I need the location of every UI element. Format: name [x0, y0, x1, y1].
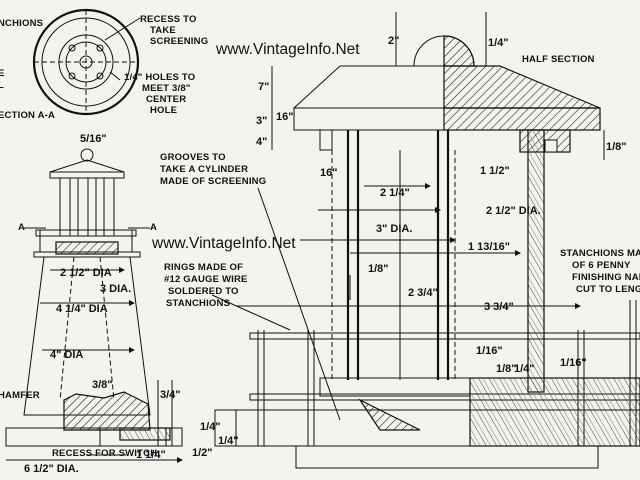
dim-2-half-dia: 2 1/2" DIA. [486, 205, 541, 217]
half-section-drawing [211, 12, 640, 469]
stanchions-right-line1: STANCHIONS MA [560, 248, 640, 259]
holes-label-line4: HOLE [150, 105, 177, 116]
stanchions-label-top: NCHIONS [0, 18, 43, 29]
holes-label-line1: 1/4" HOLES TO [124, 72, 195, 83]
dim-3-8: 3/8" [92, 379, 113, 391]
dim-2-5-dia: 2 1/2" DIA [60, 267, 112, 279]
recess-label-line3: SCREENING [150, 36, 208, 47]
dim-3-4: 3/4" [160, 389, 181, 401]
dim-eighth-bot: 1/8" [496, 363, 517, 375]
left-label-l: L [0, 80, 4, 91]
dim-1-13-16: 1 13/16" [468, 241, 510, 253]
rings-label-line2: #12 GAUGE WIRE [164, 274, 248, 285]
watermark-middle: www.VintageInfo.Net [151, 235, 296, 252]
dim-sixteenth-bot: 1/16" [476, 345, 503, 357]
dimension-group: 2" 1/4" 7" 16" 3" 16" 4" 1/8" 1 1/2" 2 1… [24, 35, 627, 475]
recess-switch-label: RECESS FOR SWITCH [52, 448, 157, 459]
dim-2-quarter: 2 1/4" [380, 187, 410, 199]
half-section-label: HALF SECTION [522, 54, 595, 65]
dim-sixteenth-bot-b: 1/16" [560, 357, 587, 369]
section-aa-plan [32, 8, 141, 116]
section-mark-a-left: A [18, 222, 25, 233]
dim-2: 2" [388, 35, 399, 47]
dim-2-3-4: 2 3/4" [408, 287, 438, 299]
grooves-label-line1: GROOVES TO [160, 152, 226, 163]
stanchions-right-line2: OF 6 PENNY [572, 260, 631, 271]
holes-label-line2: MEET 3/8" [142, 83, 191, 94]
dim-4: 4" [256, 136, 267, 148]
chamfer-label: HAMFER [0, 390, 40, 401]
dim-1-half: 1 1/2" [480, 165, 510, 177]
dim-3-dia: 3" DIA. [376, 223, 412, 235]
holes-label-line3: CENTER [146, 94, 186, 105]
dim-quarter-bot-a: 1/4" [514, 363, 535, 375]
rings-label-line3: SOLDERED TO [168, 286, 239, 297]
lighthouse-elevation [5, 148, 183, 463]
dim-eighth-right: 1/8" [606, 141, 627, 153]
dim-3-dia-left: 3 DIA. [100, 283, 131, 295]
grooves-label-line3: MADE OF SCREENING [160, 176, 266, 187]
dim-half-bot: 1/2" [192, 447, 213, 459]
dim-1-quarter-bot: 1 1/4" [136, 449, 166, 461]
label-group: NCHIONS E L ECTION A-A RECESS TO TAKE SC… [0, 14, 640, 459]
watermark-top: www.VintageInfo.Net [215, 41, 360, 58]
dim-6-half-dia: 6 1/2" DIA. [24, 463, 79, 475]
recess-label-line1: RECESS TO [140, 14, 197, 25]
dim-16a: 16" [276, 111, 293, 123]
rings-label-line4: STANCHIONS [166, 298, 230, 309]
stanchions-right-line3: FINISHING NAIL [572, 272, 640, 283]
recess-label-line2: TAKE [150, 25, 176, 36]
dim-7: 7" [258, 81, 269, 93]
dim-16b: 16" [320, 167, 337, 179]
left-label-e: E [0, 68, 5, 79]
dim-4-quarter-dia: 4 1/4" DIA [56, 303, 108, 315]
dim-4-dia: 4" DIA [50, 349, 83, 361]
dim-3-3-4: 3 3/4" [484, 301, 514, 313]
dim-quarter-bot-c: 1/4" [200, 421, 221, 433]
section-mark-a-right: A [150, 222, 157, 233]
dim-quarter-top: 1/4" [488, 37, 509, 49]
grooves-label-line2: TAKE A CYLINDER [160, 164, 248, 175]
stanchions-right-line4: CUT TO LENGT [576, 284, 640, 295]
dim-eighth-mid: 1/8" [368, 263, 389, 275]
rings-label-line1: RINGS MADE OF [164, 262, 243, 273]
section-aa-label: ECTION A-A [0, 110, 55, 121]
dim-5-16: 5/16" [80, 133, 107, 145]
dim-quarter-bot-d: 1/4" [218, 435, 239, 447]
dim-3: 3" [256, 115, 267, 127]
